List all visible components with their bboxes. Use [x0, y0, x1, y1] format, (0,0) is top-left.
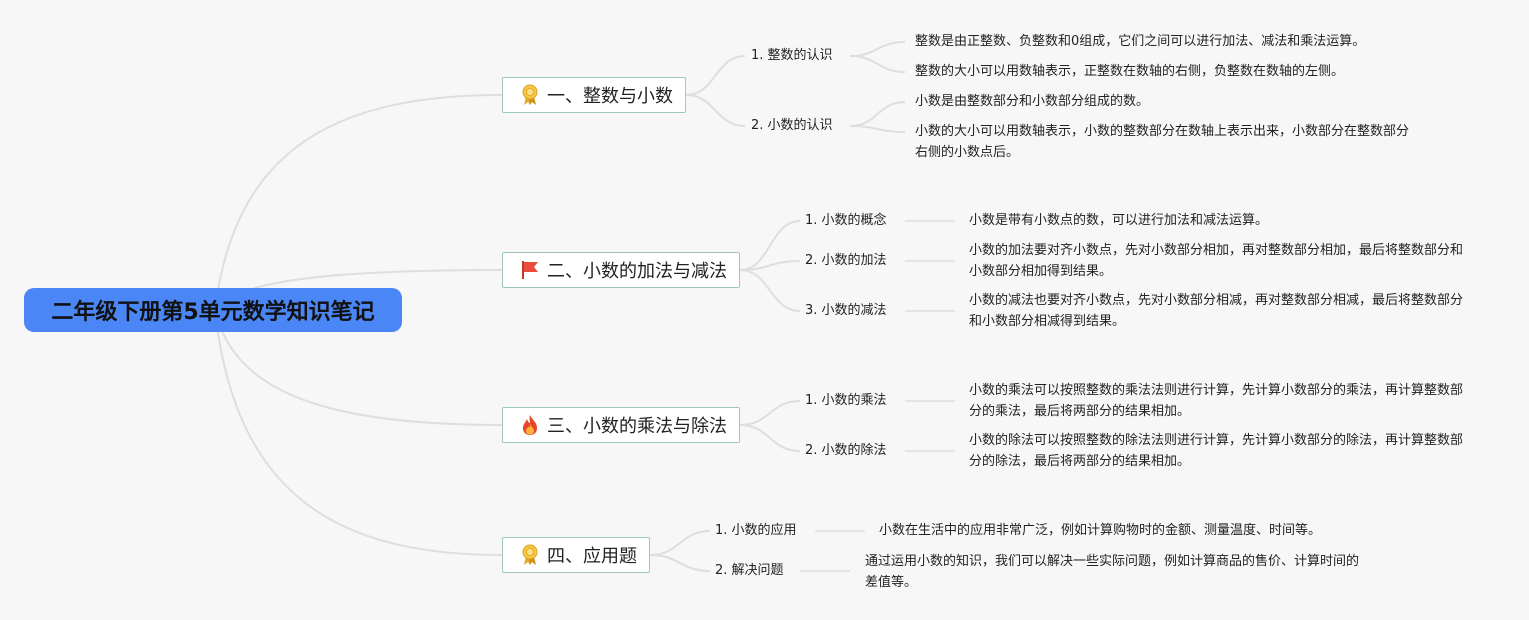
branch-topic-decimal-add-subtract[interactable]: 二、小数的加法与减法 — [502, 252, 740, 288]
leaf-note[interactable]: 小数的乘法可以按照整数的乘法法则进行计算，先计算小数部分的乘法，再计算整数部分的… — [969, 383, 1464, 419]
branch-topic-word-problems[interactable]: 四、应用题 — [502, 537, 650, 573]
subtopic-decimal-division[interactable]: 2. 小数的除法 — [805, 443, 887, 458]
subtopic-decimal-applications[interactable]: 1. 小数的应用 — [715, 523, 797, 538]
connector-branch-sub — [739, 269, 801, 312]
branch-label: 四、应用题 — [547, 546, 637, 567]
connector-branch-sub — [739, 260, 801, 271]
leaf-note[interactable]: 小数的减法也要对齐小数点，先对小数部分相减，再对整数部分相减，最后将整数部分和小… — [969, 293, 1464, 329]
connector-branch-sub — [739, 220, 801, 271]
subtopic-problem-solving[interactable]: 2. 解决问题 — [715, 563, 784, 578]
subtopic-decimal-subtraction[interactable]: 3. 小数的减法 — [805, 303, 887, 318]
subtopic-decimal-concept[interactable]: 1. 小数的概念 — [805, 213, 887, 228]
connector-branch-sub — [685, 94, 746, 127]
connector-root-branch — [214, 309, 503, 426]
leaf-note[interactable]: 小数是带有小数点的数，可以进行加法和减法运算。 — [969, 213, 1269, 228]
leaf-note[interactable]: 小数的加法要对齐小数点，先对小数部分相加，再对整数部分相加，最后将整数部分和小数… — [969, 243, 1464, 279]
leaf-note[interactable]: 整数的大小可以用数轴表示，正整数在数轴的右侧，负整数在数轴的左侧。 — [915, 64, 1345, 79]
branch-topic-integers-and-decimals[interactable]: 一、整数与小数 — [502, 77, 686, 113]
leaf-note[interactable]: 小数的大小可以用数轴表示，小数的整数部分在数轴上表示出来，小数部分在整数部分右侧… — [915, 124, 1410, 160]
connector-root-branch — [214, 94, 503, 311]
connector-root-branch — [214, 309, 503, 556]
leaf-note[interactable]: 小数在生活中的应用非常广泛，例如计算购物时的金额、测量温度、时间等。 — [879, 523, 1322, 538]
leaf-note[interactable]: 小数是由整数部分和小数部分组成的数。 — [915, 94, 1150, 109]
branch-topic-decimal-multiply-divide[interactable]: 三、小数的乘法与除法 — [502, 407, 740, 443]
branch-label: 三、小数的乘法与除法 — [547, 416, 727, 437]
subtopic-integer-recognition[interactable]: 1. 整数的认识 — [751, 48, 833, 63]
connector-sub-leaf — [849, 101, 906, 127]
flag-icon — [519, 259, 541, 281]
subtopic-decimal-addition[interactable]: 2. 小数的加法 — [805, 253, 887, 268]
connector-branch-sub — [649, 530, 711, 556]
fire-icon — [519, 414, 541, 436]
award-icon — [519, 84, 541, 106]
connector-branch-sub — [649, 554, 711, 572]
connector-branch-sub — [685, 55, 746, 96]
connector-sub-leaf — [849, 55, 906, 73]
root-topic[interactable]: 二年级下册第5单元数学知识笔记 — [24, 288, 402, 332]
leaf-note[interactable]: 小数的除法可以按照整数的除法法则进行计算，先计算小数部分的除法，再计算整数部分的… — [969, 433, 1464, 469]
leaf-note[interactable]: 整数是由正整数、负整数和0组成，它们之间可以进行加法、减法和乘法运算。 — [915, 34, 1366, 49]
branch-label: 二、小数的加法与减法 — [547, 261, 727, 282]
connector-sub-leaf — [849, 41, 906, 57]
connector-branch-sub — [739, 400, 801, 426]
branch-label: 一、整数与小数 — [547, 86, 673, 107]
award-icon — [519, 544, 541, 566]
subtopic-decimal-multiplication[interactable]: 1. 小数的乘法 — [805, 393, 887, 408]
subtopic-decimal-recognition[interactable]: 2. 小数的认识 — [751, 118, 833, 133]
connector-sub-leaf — [849, 125, 906, 133]
leaf-note[interactable]: 通过运用小数的知识，我们可以解决一些实际问题，例如计算商品的售价、计算时间的差值… — [865, 554, 1360, 590]
connector-branch-sub — [739, 424, 801, 452]
